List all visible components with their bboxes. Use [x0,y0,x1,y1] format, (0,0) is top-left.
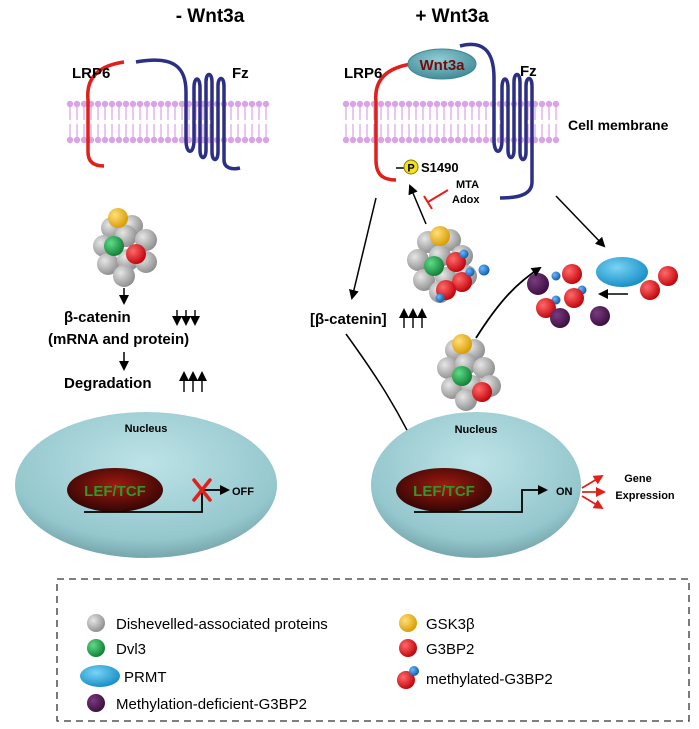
legend-box [56,578,690,722]
legend-g3bp2: G3BP2 [426,641,474,658]
beta-catenin-left: β-catenin [64,309,131,326]
wnt3a-label: Wnt3a [420,57,466,74]
lrp6-label-right: LRP6 [344,65,382,82]
fz-label-right: Fz [520,63,537,80]
gene-label: Gene [624,473,652,485]
cell-membrane-left [66,100,270,144]
mrna-protein-label: (mRNA and protein) [48,331,189,348]
inhibition-line [427,189,449,203]
legend-methylation-deficient: Methylation-deficient-G3BP2 [116,696,307,713]
up-arrows-degradation [179,371,207,392]
arrow-complex-to-phospho [408,184,427,225]
cell-membrane-label: Cell membrane [568,117,669,133]
plus-wnt3a-title: + Wnt3a [415,6,489,27]
legend-dvl3: Dvl3 [116,641,146,658]
fz-receptor-left [135,58,241,171]
promoter-right [414,485,548,513]
lrp6-receptor-right [374,62,413,182]
minus-wnt3a-title: - Wnt3a [176,6,245,27]
promoter-left [84,485,230,513]
legend-methyl-dot [409,666,419,676]
lef-tcf-label-left: LEF/TCF [84,483,146,500]
wnt3a-ligand [407,48,477,80]
prmt-enzyme [596,257,648,287]
dvl-complex-left [93,208,157,287]
up-arrows-bcat-right [399,308,427,328]
legend-prmt: PRMT [124,669,167,686]
arrow-fz-to-prmt [555,195,606,248]
on-label: ON [556,486,573,498]
legend-methylated: methylated-G3BP2 [426,671,553,688]
beta-catenin-right: [β-catenin] [310,311,387,328]
expression-label: Expression [615,490,675,502]
fz-label-left: Fz [232,65,249,82]
dvl3-left [104,236,124,256]
phospho-circle [403,159,419,175]
nucleus-label-left: Nucleus [125,423,168,435]
arrow-complex-to-pool [475,266,542,339]
lrp6-label-left: LRP6 [72,65,110,82]
lrp6-receptor-left [86,60,125,168]
g3bp2-left [126,244,146,264]
adox-label: Adox [452,194,480,206]
inhibition-bar [423,195,433,210]
degradation-label: Degradation [64,375,152,392]
phospho-site-label: S1490 [421,160,459,175]
expression-arrows [581,474,606,510]
fz-receptor-right [459,42,534,200]
legend-yellow-swatch [399,614,417,632]
down-arrows-left [172,310,200,326]
arrow-lrp6-to-bcat [349,197,377,300]
g3bp2-methylation-pool [527,264,678,328]
legend-purple-swatch [87,694,105,712]
phospho-letter: P [407,163,414,175]
mta-label: MTA [456,179,479,191]
nucleus-label-right: Nucleus [455,424,498,436]
legend-gsk3b: GSK3β [426,616,475,633]
lef-tcf-label-right: LEF/TCF [413,483,475,500]
off-cross-icon [192,478,212,502]
dvl-complex-methylated [407,226,490,303]
legend-prmt-swatch [80,665,120,687]
legend-gray-swatch [87,614,105,632]
gsk3b-left [108,208,128,228]
legend-green-swatch [87,639,105,657]
dvl-complex-lower [437,334,501,411]
legend-dishevelled: Dishevelled-associated proteins [116,616,328,633]
lef-tcf-right [396,468,492,512]
legend-red-swatch [399,639,417,657]
off-label: OFF [232,486,254,498]
lef-tcf-left [67,468,163,512]
legend-methylated-swatch [397,671,415,689]
